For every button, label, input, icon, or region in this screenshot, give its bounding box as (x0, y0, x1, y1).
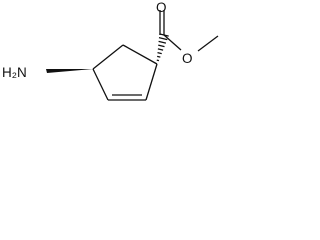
label-amine: H₂N (2, 65, 27, 80)
bond-ring-c5-c1 (122, 44, 158, 65)
bond-ring-c1-c2 (145, 63, 158, 101)
bond-ester-c-o (163, 34, 182, 51)
structure-figure: H₂N O O (0, 0, 234, 122)
hash-wedge-stroke (157, 55, 161, 58)
hash-wedge-stroke (157, 48, 164, 51)
molecule-structure: H₂N O O (2, 0, 219, 101)
hash-wedge-stroke (156, 59, 160, 62)
hash-wedge-stroke (158, 44, 165, 48)
bond-ring-c3-c4 (92, 68, 109, 101)
hashed-wedge-bond-ester (156, 33, 169, 62)
bond-o-methyl (197, 35, 219, 52)
wedge-bond-amine (46, 69, 93, 73)
label-ester-oxygen: O (182, 51, 193, 66)
hash-wedge-stroke (158, 40, 167, 44)
bond-ring-c4-c5 (92, 44, 124, 70)
label-carbonyl-oxygen: O (156, 0, 167, 15)
hash-wedge-stroke (157, 52, 162, 55)
hash-wedge-stroke (158, 37, 168, 41)
